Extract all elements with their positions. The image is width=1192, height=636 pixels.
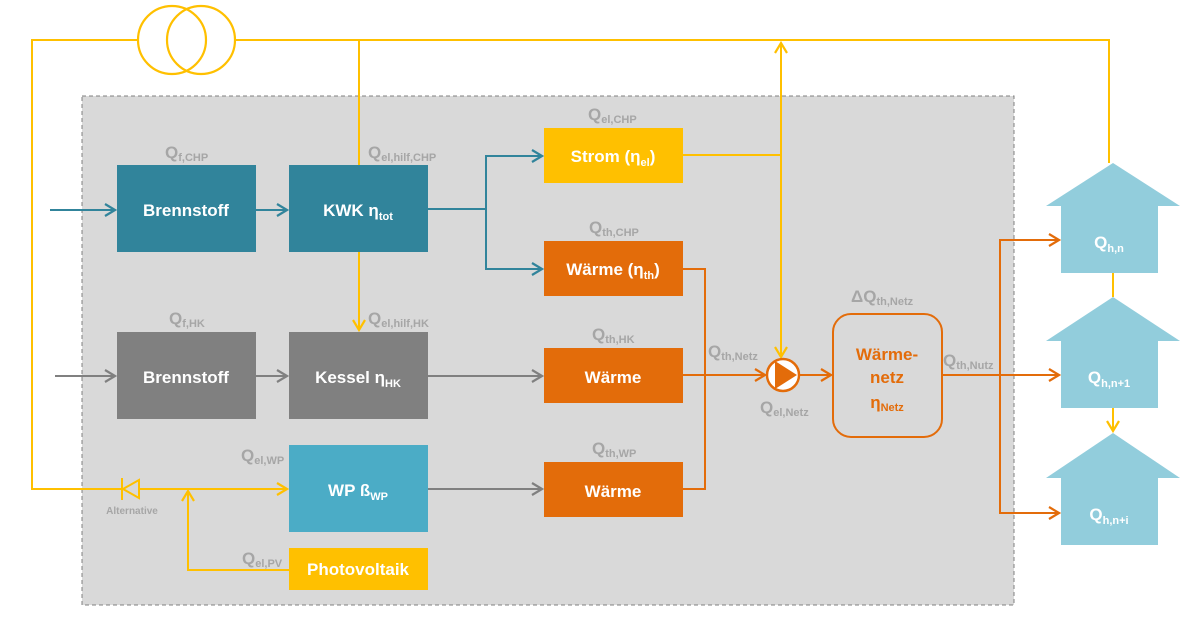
label-q-el-netz: Qel,Netz [760, 398, 809, 419]
svg-text:Qh,n: Qh,n [1094, 233, 1124, 255]
svg-text:Qh,n+1: Qh,n+1 [1088, 368, 1130, 390]
svg-text:Wärme-: Wärme- [856, 345, 918, 364]
svg-text:Strom (ηel): Strom (ηel) [571, 147, 656, 169]
box-strom: Strom (ηel) [544, 128, 683, 183]
box-brennstoff-chp: Brennstoff [117, 165, 256, 252]
label-q-th-netz: Qth,Netz [708, 342, 758, 363]
label-dq-th-netz: ΔQth,Netz [851, 287, 914, 308]
box-kwk: KWK ηtot [289, 165, 428, 252]
svg-text:ηNetz: ηNetz [870, 393, 904, 414]
label-q-el-hilf-chp: Qel,hilf,CHP [368, 143, 436, 164]
label-q-el-wp: Qel,WP [241, 446, 284, 467]
svg-text:Qh,n+i: Qh,n+i [1089, 505, 1128, 527]
label-q-el-hilf-hk: Qel,hilf,HK [368, 309, 429, 330]
box-waerme-hk: Wärme [544, 348, 683, 403]
heat-lines [683, 240, 1059, 513]
box-waerme-chp: Wärme (ηth) [544, 241, 683, 296]
svg-text:Brennstoff: Brennstoff [143, 201, 229, 220]
chp-fuel-lines [50, 156, 542, 269]
svg-text:Kessel ηHK: Kessel ηHK [315, 368, 401, 390]
boiler-fuel-lines [55, 376, 542, 489]
svg-text:Brennstoff: Brennstoff [143, 368, 229, 387]
svg-text:Wärme: Wärme [585, 482, 642, 501]
box-brennstoff-hk: Brennstoff [117, 332, 256, 419]
house-n: Qh,n [1046, 163, 1180, 273]
alternative-label: Alternative [106, 506, 158, 517]
diode-icon [120, 478, 140, 500]
svg-text:WP ßWP: WP ßWP [328, 481, 388, 503]
transformer-icon [136, 4, 237, 76]
electric-lines [31, 39, 1113, 571]
label-q-th-nutz: Qth,Nutz [943, 351, 994, 372]
label-q-th-hk: Qth,HK [592, 325, 635, 346]
box-kessel: Kessel ηHK [289, 332, 428, 419]
label-q-th-chp: Qth,CHP [589, 218, 639, 239]
box-photovoltaik: Photovoltaik [289, 548, 428, 590]
grid-line-right [235, 39, 1110, 163]
box-waerme-wp: Wärme [544, 462, 683, 517]
label-q-f-chp: Qf,CHP [165, 143, 208, 164]
label-q-th-wp: Qth,WP [592, 439, 636, 460]
label-q-el-chp: Qel,CHP [588, 105, 637, 126]
label-q-f-hk: Qf,HK [169, 309, 205, 330]
grid-line-left [31, 39, 138, 490]
svg-text:Wärme: Wärme [585, 368, 642, 387]
pump-icon [765, 357, 801, 393]
box-waermenetz: Wärme- netz ηNetz [832, 313, 943, 438]
label-q-el-pv: Qel,PV [242, 549, 283, 570]
svg-text:Wärme (ηth): Wärme (ηth) [566, 260, 660, 282]
svg-text:Photovoltaik: Photovoltaik [307, 560, 410, 579]
svg-text:netz: netz [870, 368, 904, 387]
house-n-plus-1: Qh,n+1 [1046, 297, 1180, 408]
box-wp: WP ßWP [289, 445, 428, 532]
svg-text:KWK ηtot: KWK ηtot [323, 201, 393, 223]
pv-power-line [188, 491, 289, 571]
house-n-plus-i: Qh,n+i [1046, 433, 1180, 545]
